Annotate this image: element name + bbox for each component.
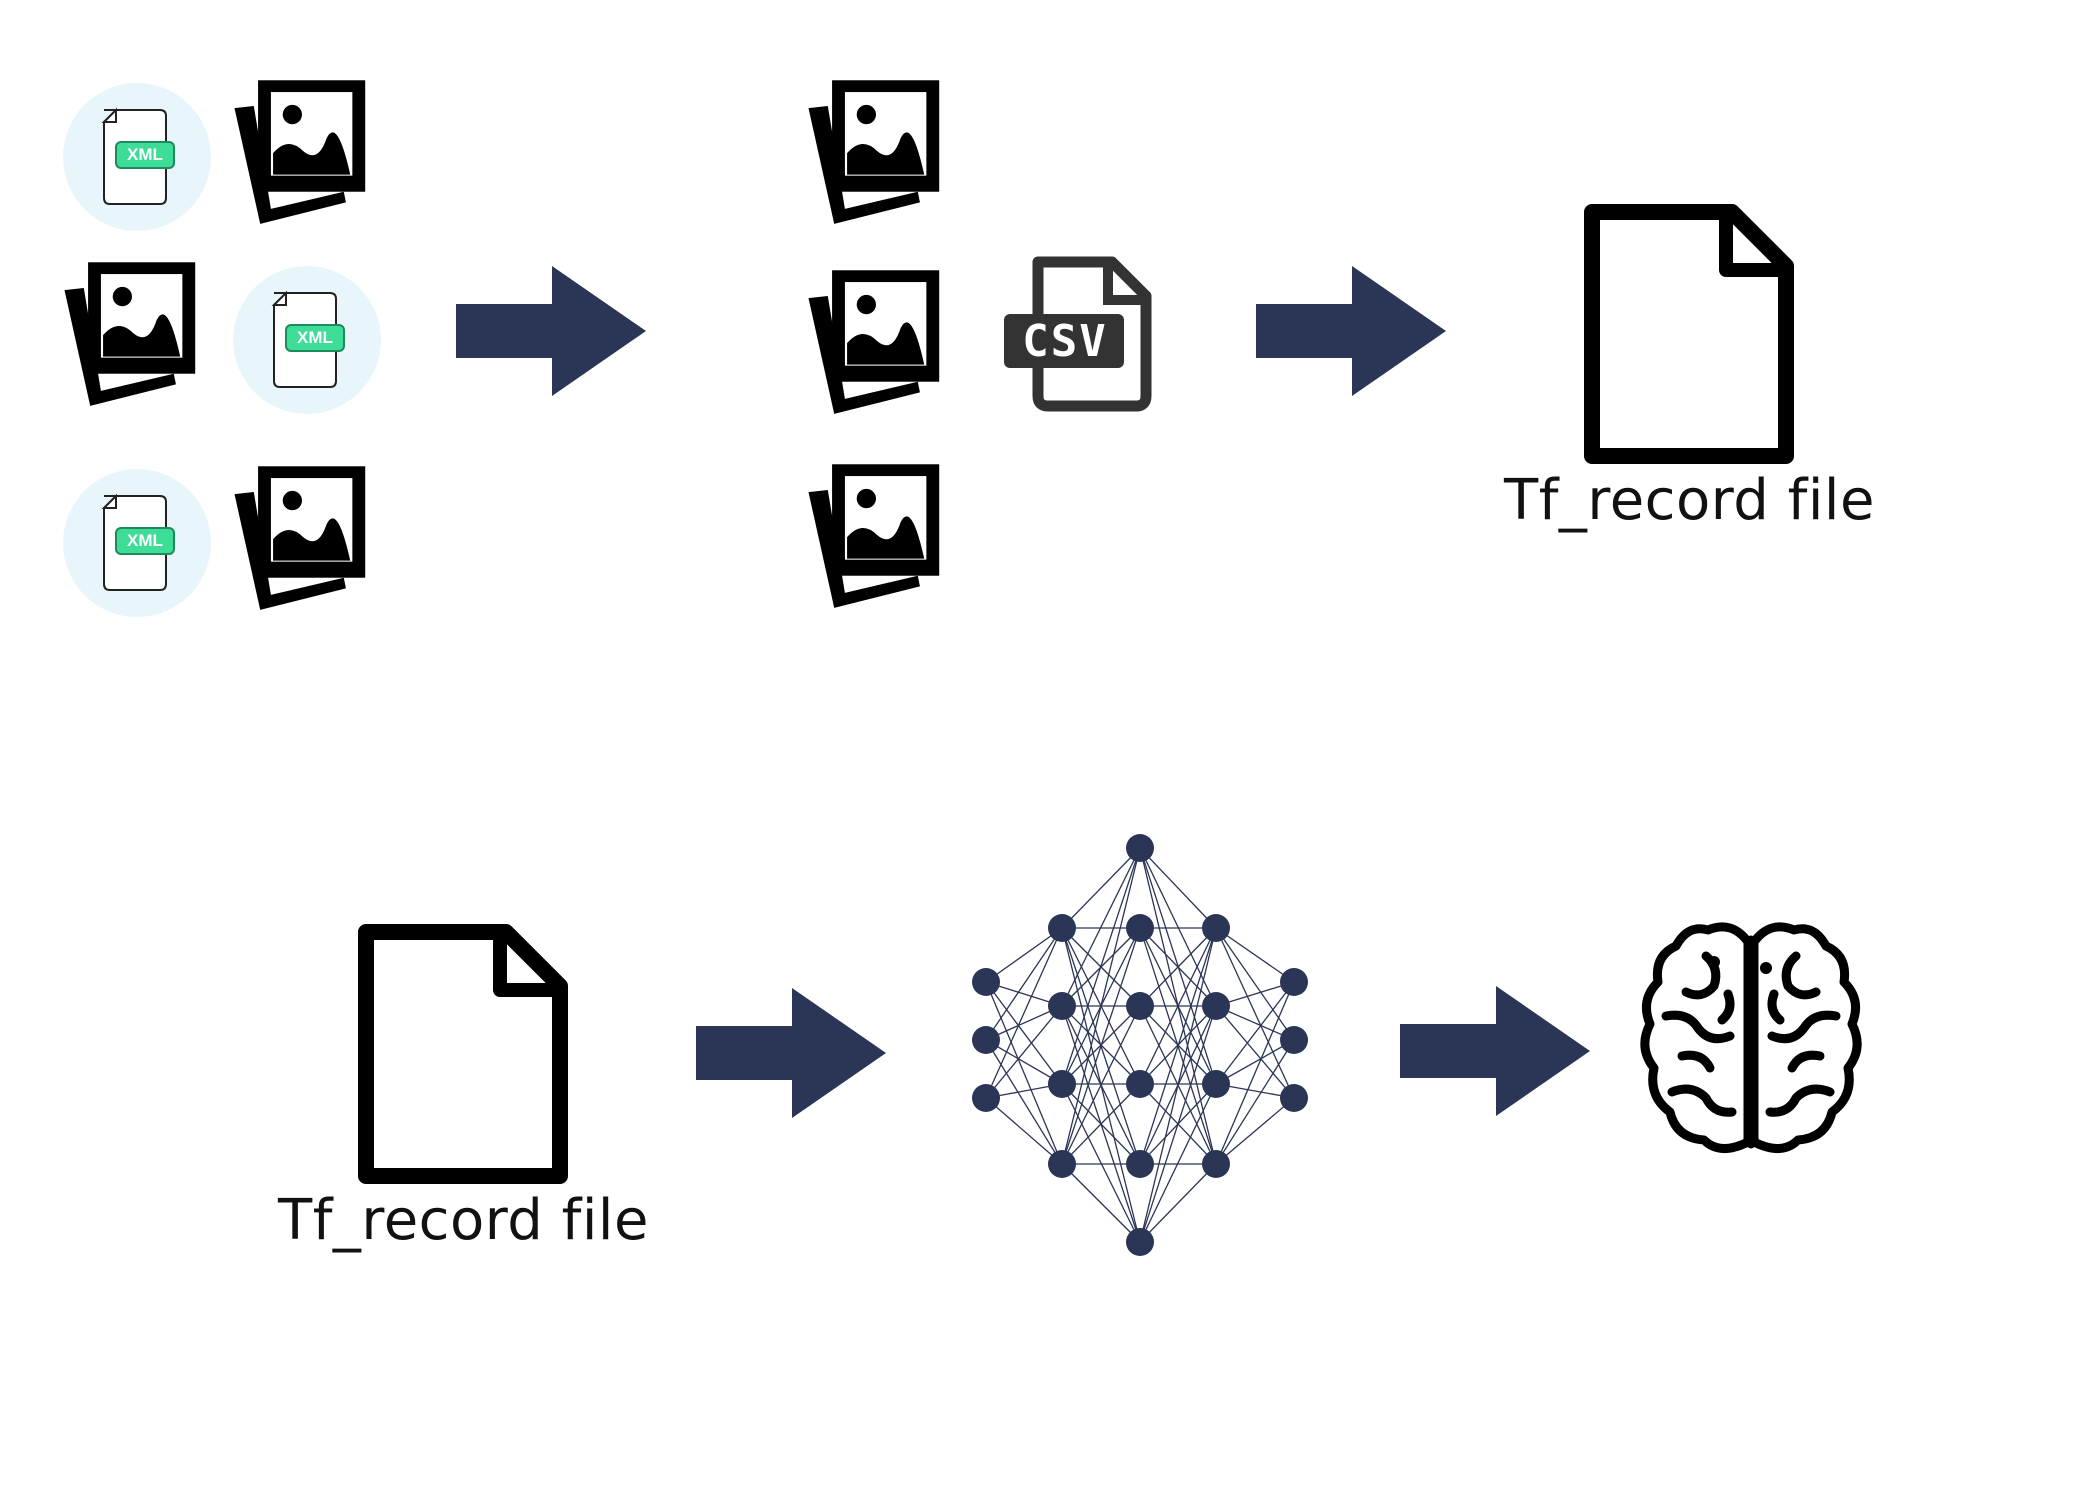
tfrecord-output-label: Tf_record file xyxy=(1504,468,1875,533)
network-node xyxy=(1202,1150,1230,1178)
network-node xyxy=(1280,1026,1308,1054)
network-node xyxy=(1202,992,1230,1020)
network-node xyxy=(1280,968,1308,996)
network-node xyxy=(1202,1070,1230,1098)
network-node xyxy=(1126,1150,1154,1178)
xml-badge-label: XML xyxy=(297,328,333,347)
network-node xyxy=(1048,914,1076,942)
image-stack-icon xyxy=(808,270,940,414)
xml-file-2: XML xyxy=(232,265,382,415)
network-node xyxy=(1048,1150,1076,1178)
tfrecord-file-icon xyxy=(358,924,568,1184)
xml-file-1: XML xyxy=(62,82,212,232)
arrow-icon xyxy=(456,266,646,396)
network-node xyxy=(1280,1084,1308,1112)
image-stack-icon xyxy=(234,466,366,610)
network-node xyxy=(1126,834,1154,862)
network-node xyxy=(972,1084,1000,1112)
arrow-icon xyxy=(1256,266,1446,396)
xml-file-3: XML xyxy=(62,468,212,618)
arrow-icon xyxy=(1400,986,1590,1116)
network-node xyxy=(1048,992,1076,1020)
network-node xyxy=(1126,1228,1154,1256)
network-node xyxy=(972,1026,1000,1054)
image-stack-icon xyxy=(234,80,366,224)
brain-icon xyxy=(1640,922,1862,1153)
arrow-icon xyxy=(696,988,886,1118)
tfrecord-input-label: Tf_record file xyxy=(278,1188,649,1253)
network-node xyxy=(972,968,1000,996)
network-node xyxy=(1202,914,1230,942)
network-node xyxy=(1126,992,1154,1020)
csv-file: CSV xyxy=(1000,250,1160,415)
xml-badge-label: XML xyxy=(127,531,163,550)
image-stack-icon xyxy=(64,262,196,406)
xml-badge-label: XML xyxy=(127,145,163,164)
csv-file-icon xyxy=(1004,256,1152,412)
network-node xyxy=(1048,1070,1076,1098)
image-stack-icon xyxy=(808,464,940,608)
network-node xyxy=(1126,914,1154,942)
tfrecord-file-icon xyxy=(1584,204,1794,464)
image-stack-icon xyxy=(808,80,940,224)
neural-network-icon xyxy=(972,834,1308,1256)
csv-badge-label: CSV xyxy=(1022,316,1108,367)
network-node xyxy=(1126,1070,1154,1098)
